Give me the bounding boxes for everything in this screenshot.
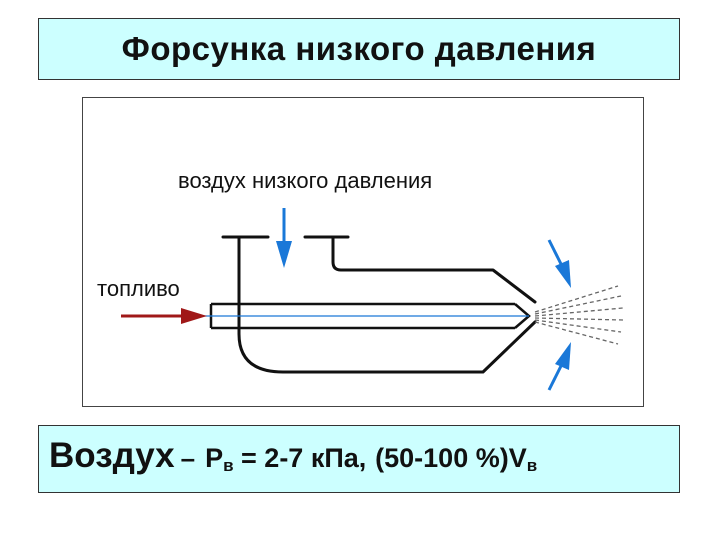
fuel-inlet-arrow [121, 308, 207, 324]
formula-banner: Воздух–Рв = 2-7 кПа, (50-100 %)Vв [38, 425, 680, 493]
title-banner: Форсунка низкого давления [38, 18, 680, 80]
nozzle-diagram: воздух низкого давления топливо [82, 97, 644, 407]
fuel-label: топливо [97, 276, 180, 301]
formula-pressure-symbol: Р [205, 443, 224, 473]
air-label: воздух низкого давления [178, 168, 432, 193]
air-inlet-arrow [276, 208, 292, 268]
page-title: Форсунка низкого давления [121, 30, 597, 67]
spray-cone [534, 285, 624, 345]
nozzle-diagram-canvas: воздух низкого давления топливо [97, 168, 624, 391]
formula-dash: – [180, 443, 196, 473]
spray-air-arrow-upper [547, 239, 571, 288]
formula-pressure-subscript: в [223, 456, 234, 475]
formula-line: Воздух–Рв = 2-7 кПа, (50-100 %)Vв [49, 436, 537, 476]
spray-air-arrow-lower [547, 342, 571, 391]
formula-pressure-value: = 2-7 кПа, [233, 443, 367, 473]
formula-volume-range: (50-100 %)V [375, 443, 527, 473]
formula-volume-subscript: в [526, 456, 538, 475]
nozzle-body [221, 235, 537, 374]
formula-air-word: Воздух [49, 436, 175, 475]
